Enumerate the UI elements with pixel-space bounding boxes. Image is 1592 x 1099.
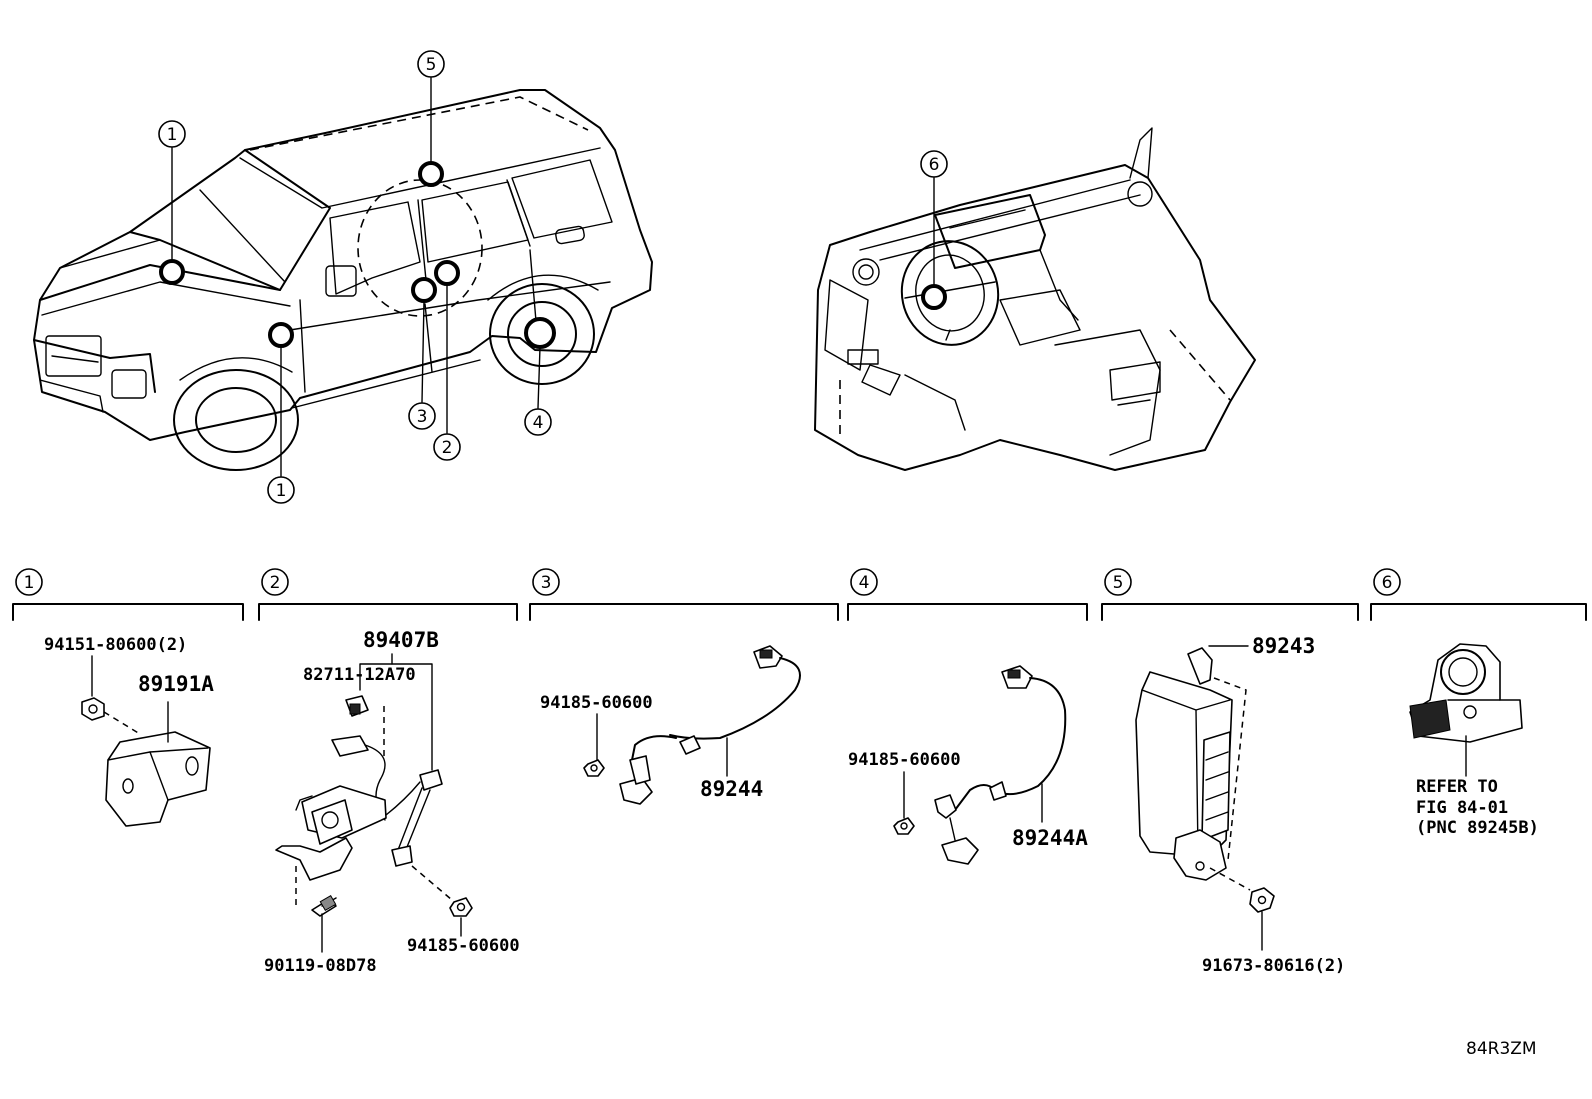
reference-line-1: REFER TO [1416,777,1498,797]
bolt-91673-80616 [1249,887,1275,913]
section-3-header: 3 [529,568,839,621]
part-94185-60600-s2: 94185-60600 [407,936,520,956]
speed-sensor-wire-89244 [619,645,801,805]
part-90119-08D78: 90119-08D78 [264,956,377,976]
callout-3: 3 [408,402,436,430]
callout-4: 4 [524,408,552,436]
section-4-parts: 94185-60600 89244A [848,665,1088,865]
callout-5-label: 5 [426,55,437,75]
section-2-parts: 89407B 82711-12A70 [264,628,520,976]
section-5-header: 5 [1101,568,1359,621]
section-4-number: 4 [859,573,870,593]
callout-1-label: 1 [276,481,287,501]
callout-1-label: 1 [167,125,178,145]
nut-94185-60600 [893,817,915,835]
section-4-header: 4 [847,568,1088,621]
callout-1-hood: 1 [158,120,186,148]
section-6-header: 6 [1370,568,1587,621]
reference-line-2: FIG 84-01 [1416,798,1508,818]
section-6-number: 6 [1382,573,1393,593]
bolt-90119-08D78 [311,894,337,917]
section-1-number: 1 [24,573,35,593]
section-5-number: 5 [1113,573,1124,593]
section-6-parts: REFER TO FIG 84-01 (PNC 89245B) [1409,643,1539,838]
part-82711-12A70: 82711-12A70 [303,665,416,685]
speed-sensor-wire-89244A [934,665,1067,865]
steering-angle-sensor [1409,643,1523,743]
part-89244A: 89244A [1012,826,1088,850]
part-94185-60600-s4: 94185-60600 [848,750,961,770]
nut-94185-60600 [583,759,605,777]
nut-94185-60600 [449,897,473,917]
section-3-parts: 94185-60600 89244 [540,645,801,805]
callout-5-roof: 5 [417,50,445,78]
callout-1-fender: 1 [267,476,295,504]
reference-line-3: (PNC 89245B) [1416,818,1539,838]
callout-6-steering: 6 [920,150,948,178]
callout-3-label: 3 [417,407,428,427]
part-89407B: 89407B [363,628,439,652]
part-89244: 89244 [700,777,763,801]
control-module-89243 [1135,647,1233,881]
part-89191A: 89191A [138,672,214,696]
callout-4-label: 4 [533,413,544,433]
vehicle-exterior-illustration [33,77,653,477]
figure-code: 84R3ZM [1466,1039,1537,1059]
section-1-header: 1 [12,568,244,621]
bolt-94151-80600 [81,697,105,721]
section-2-number: 2 [270,573,281,593]
clip-82711-12A70 [345,695,369,717]
vehicle-interior-illustration [814,127,1256,471]
part-91673-80616: 91673-80616(2) [1202,956,1345,976]
callout-2: 2 [433,433,461,461]
height-sensor-89191A [105,731,211,827]
callout-2-label: 2 [442,438,453,458]
callout-6-label: 6 [929,155,940,175]
part-94185-60600-s3: 94185-60600 [540,693,653,713]
part-89243: 89243 [1252,634,1315,658]
section-3-number: 3 [541,573,552,593]
level-sensor-89407B [275,769,443,881]
section-1-parts: 94151-80600(2) 89191A [44,635,214,827]
section-2-header: 2 [258,568,518,621]
section-5-parts: 89243 91673-80616(2) [1135,634,1345,976]
part-94151-80600: 94151-80600(2) [44,635,187,655]
